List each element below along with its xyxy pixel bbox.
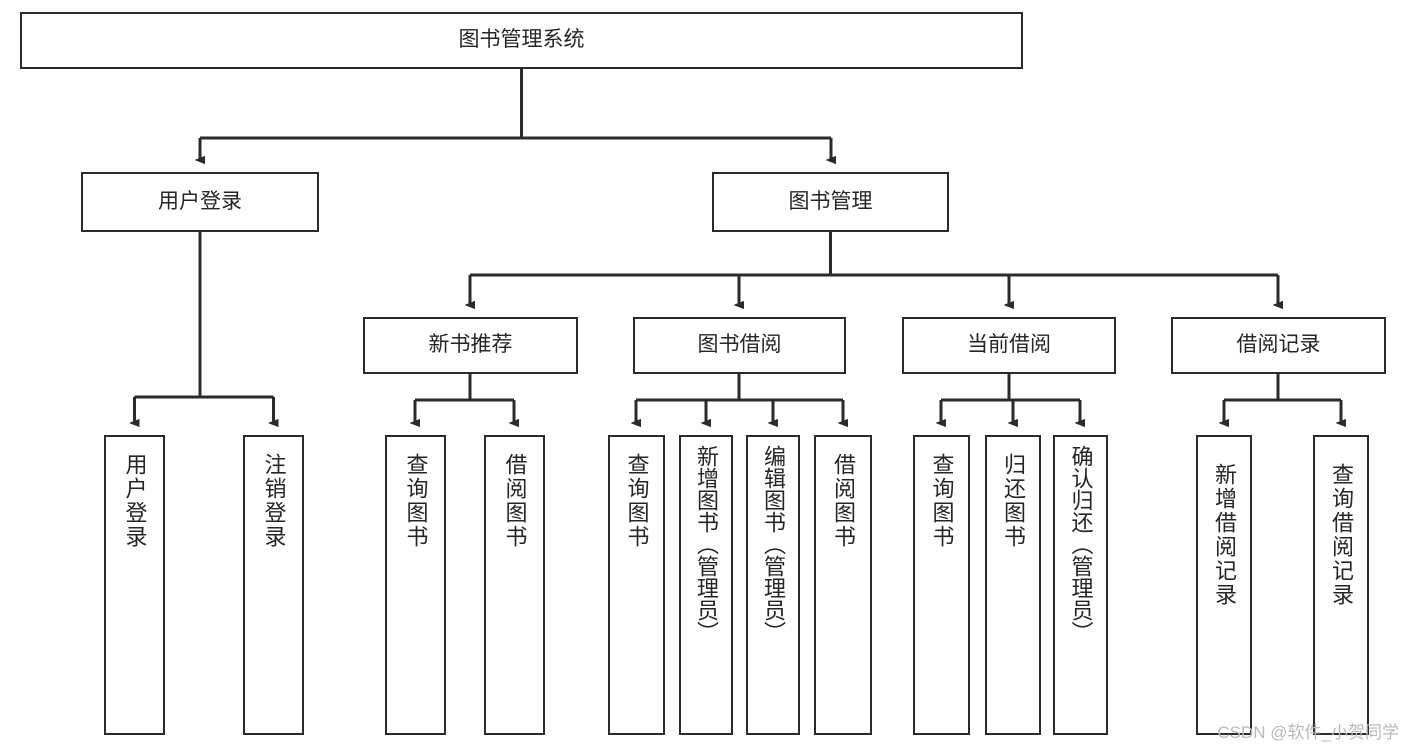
node-leaf-query-book-1[interactable]: 查询图书 [385, 435, 446, 735]
node-leaf-add-record[interactable]: 新增借阅记录 [1196, 435, 1252, 735]
node-leaf-confirm-return[interactable]: 确认归还（管理员） [1053, 435, 1108, 735]
node-leaf-borrow-book-1[interactable]: 借阅图书 [484, 435, 545, 735]
node-leaf-add-record-label: 新增借阅记录 [1212, 463, 1237, 607]
node-user-login-label: 用户登录 [158, 189, 242, 213]
node-leaf-user-logout-label: 注销登录 [261, 453, 287, 549]
csdn-watermark: CSDN @软件_小贺同学 [1217, 723, 1399, 742]
node-leaf-edit-book[interactable]: 编辑图书（管理员） [746, 435, 800, 735]
node-book-borrow[interactable]: 图书借阅 [633, 317, 846, 374]
node-leaf-query-record-label: 查询借阅记录 [1329, 463, 1354, 607]
node-leaf-confirm-return-label: 确认归还（管理员） [1068, 445, 1094, 643]
node-leaf-borrow-book-1-label: 借阅图书 [502, 453, 528, 549]
node-root-label: 图书管理系统 [458, 28, 585, 52]
node-root[interactable]: 图书管理系统 [20, 12, 1023, 69]
node-borrow-record[interactable]: 借阅记录 [1171, 317, 1386, 374]
node-leaf-borrow-book-2-label: 借阅图书 [831, 453, 856, 549]
node-user-login[interactable]: 用户登录 [81, 172, 319, 232]
node-current-borrow[interactable]: 当前借阅 [902, 317, 1116, 374]
node-leaf-borrow-book-2[interactable]: 借阅图书 [814, 435, 872, 735]
node-leaf-edit-book-label: 编辑图书（管理员） [761, 445, 786, 643]
node-leaf-query-record[interactable]: 查询借阅记录 [1313, 435, 1369, 735]
node-leaf-add-book[interactable]: 新增图书（管理员） [679, 435, 733, 735]
node-book-borrow-label: 图书借阅 [697, 333, 782, 357]
node-leaf-user-login-label: 用户登录 [122, 453, 148, 549]
node-leaf-user-logout[interactable]: 注销登录 [243, 435, 304, 735]
node-leaf-query-book-3-label: 查询图书 [929, 453, 955, 549]
node-new-book-rec-label: 新书推荐 [428, 333, 513, 357]
node-new-book-rec[interactable]: 新书推荐 [363, 317, 578, 374]
node-leaf-query-book-3[interactable]: 查询图书 [913, 435, 970, 735]
node-borrow-record-label: 借阅记录 [1236, 333, 1321, 357]
node-book-manage[interactable]: 图书管理 [712, 172, 949, 232]
node-book-manage-label: 图书管理 [788, 189, 873, 213]
node-leaf-query-book-1-label: 查询图书 [403, 453, 429, 549]
node-leaf-return-book[interactable]: 归还图书 [985, 435, 1041, 735]
node-leaf-add-book-label: 新增图书（管理员） [694, 445, 719, 643]
node-leaf-query-book-2[interactable]: 查询图书 [608, 435, 665, 735]
node-leaf-user-login[interactable]: 用户登录 [104, 435, 165, 735]
node-current-borrow-label: 当前借阅 [967, 333, 1051, 357]
node-leaf-query-book-2-label: 查询图书 [624, 453, 650, 549]
node-leaf-return-book-label: 归还图书 [1001, 453, 1026, 549]
